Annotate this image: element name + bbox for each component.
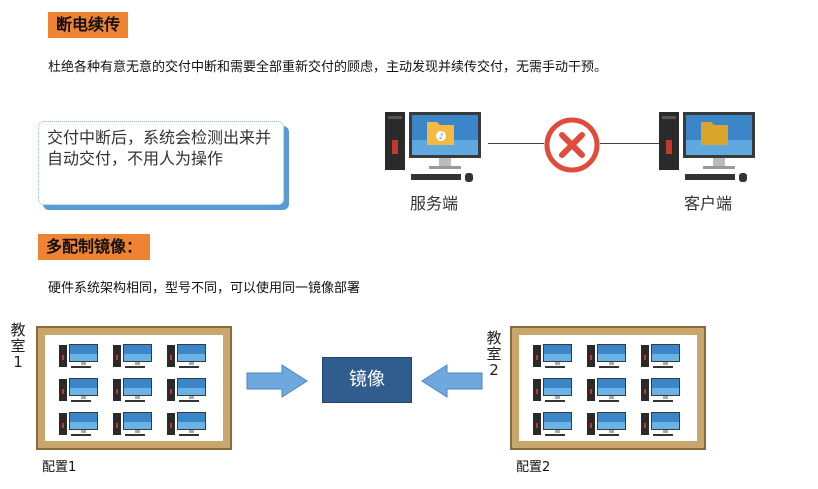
- room1-label: 教室1: [10, 321, 26, 371]
- room-computer-icon: [59, 377, 99, 403]
- arrow-right-icon: [246, 364, 308, 398]
- mirror-description: 硬件系统架构相同，型号不同，可以使用同一镜像部署: [48, 281, 361, 296]
- config2-label: 配置2: [516, 460, 551, 475]
- link-line-right: [600, 143, 660, 144]
- room-computer-icon: [167, 411, 207, 437]
- server-label: 服务端: [410, 194, 459, 213]
- room-computer-icon: [59, 343, 99, 369]
- svg-text:♪: ♪: [438, 132, 443, 141]
- room2-label: 教室2: [486, 329, 502, 379]
- arrow-left-icon: [421, 364, 483, 398]
- client-computer-icon: [659, 112, 755, 182]
- client-label: 客户端: [684, 194, 733, 213]
- room-computer-icon: [587, 411, 627, 437]
- room-computer-icon: [641, 377, 681, 403]
- room-computer-icon: [641, 411, 681, 437]
- room-computer-icon: [587, 343, 627, 369]
- room-computer-icon: [113, 411, 153, 437]
- room2-frame: [510, 326, 706, 450]
- room-computer-icon: [533, 343, 573, 369]
- room1-computer-grid: [45, 335, 223, 441]
- error-x-icon: [544, 117, 600, 173]
- server-computer-icon: ♪: [385, 112, 481, 182]
- room1-frame: [36, 326, 232, 450]
- room-computer-icon: [113, 343, 153, 369]
- resume-note-box: 交付中断后，系统会检测出来并自动交付，不用人为操作: [38, 121, 284, 205]
- room2-computer-grid: [519, 335, 697, 441]
- room-computer-icon: [533, 377, 573, 403]
- config1-label: 配置1: [42, 460, 77, 475]
- room-computer-icon: [167, 343, 207, 369]
- resume-description: 杜绝各种有意无意的交付中断和需要全部重新交付的顾虑，主动发现并续传交付，无需手动…: [48, 60, 608, 75]
- link-line-left: [488, 143, 544, 144]
- room-computer-icon: [587, 377, 627, 403]
- room-computer-icon: [641, 343, 681, 369]
- section-tag-resume: 断电续传: [48, 12, 129, 38]
- section-tag-mirror: 多配制镜像：: [38, 234, 151, 260]
- room-computer-icon: [167, 377, 207, 403]
- room-computer-icon: [113, 377, 153, 403]
- mirror-box: 镜像: [322, 357, 412, 403]
- room-computer-icon: [533, 411, 573, 437]
- room-computer-icon: [59, 411, 99, 437]
